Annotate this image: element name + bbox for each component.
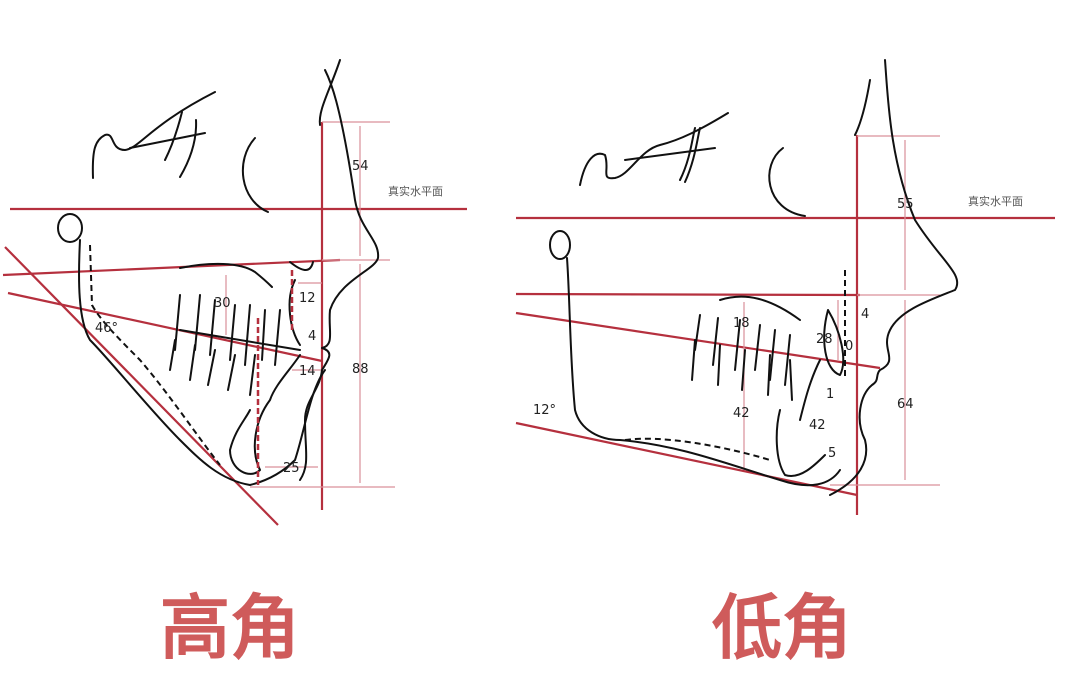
occlusal-plane-line bbox=[515, 311, 881, 370]
measurement-4: 4 bbox=[308, 329, 316, 344]
mandibular-plane-line bbox=[515, 421, 858, 497]
true-horizontal-plane-label: 真实水平面 bbox=[388, 184, 443, 198]
measurement-42-right: 42 bbox=[809, 418, 826, 433]
palatal-plane-line bbox=[515, 292, 861, 297]
measurement-lines bbox=[225, 121, 395, 488]
occlusal-plane-line bbox=[7, 291, 323, 363]
measurement-14: 14 bbox=[299, 364, 316, 379]
mandibular-plane-line bbox=[4, 246, 279, 526]
measurement-lower-face: 64 bbox=[897, 397, 914, 412]
measurement-42-left: 42 bbox=[733, 406, 750, 421]
mandibular-angle-label: 46° bbox=[95, 321, 118, 336]
measurement-upper-face: 54 bbox=[352, 159, 369, 174]
low-angle-panel: 真实水平面 12° 55 64 18 28 0 4 1 42 42 5 bbox=[515, 59, 1055, 515]
measurement-25: 25 bbox=[283, 461, 300, 476]
low-angle-title: 低角 bbox=[712, 587, 852, 669]
palatal-plane-line bbox=[2, 258, 341, 277]
measurement-18: 18 bbox=[733, 316, 750, 331]
measurement-1: 1 bbox=[826, 387, 834, 402]
measurement-lower-face: 88 bbox=[352, 362, 369, 377]
high-angle-panel: 真实水平面 46° 54 88 30 12 4 14 25 bbox=[2, 59, 467, 526]
measurement-4: 4 bbox=[861, 307, 869, 322]
skull-outline bbox=[57, 59, 380, 486]
mandibular-angle-label: 12° bbox=[533, 403, 556, 418]
measurement-5: 5 bbox=[828, 446, 836, 461]
measurement-0: 0 bbox=[845, 339, 853, 354]
true-horizontal-plane-label: 真实水平面 bbox=[968, 194, 1023, 208]
measurement-30: 30 bbox=[214, 296, 231, 311]
high-angle-title: 高角 bbox=[160, 587, 300, 669]
measurement-upper-face: 55 bbox=[897, 197, 914, 212]
measurement-28: 28 bbox=[816, 332, 833, 347]
skull-outline bbox=[549, 59, 959, 496]
measurement-12: 12 bbox=[299, 291, 316, 306]
